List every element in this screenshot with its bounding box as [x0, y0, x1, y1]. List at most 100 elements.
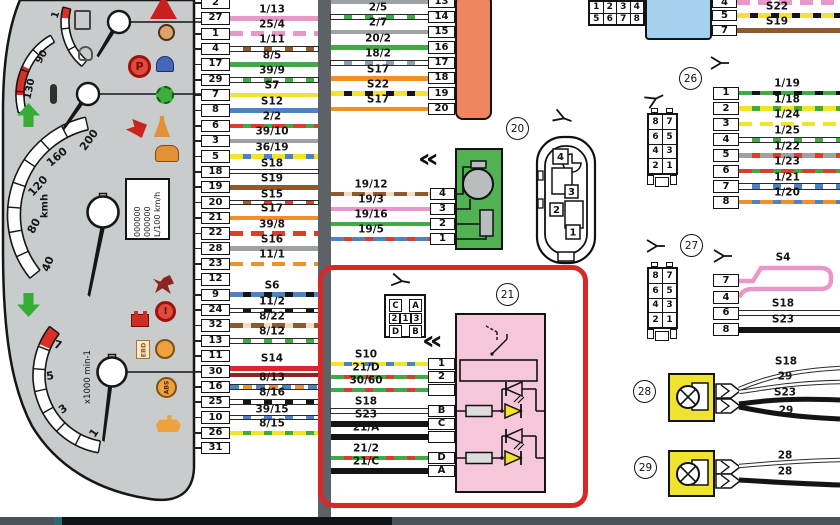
exter-lamp-icon — [155, 339, 175, 359]
wire — [739, 137, 840, 143]
turn-down-arrow-icon — [17, 293, 40, 317]
wire-label: 39/10 — [255, 125, 289, 138]
wire-label: S7 — [264, 79, 280, 92]
wire-label: 1/13 — [259, 3, 285, 16]
pin-stub — [193, 247, 201, 250]
pin-box: 12 — [201, 273, 230, 286]
wire — [230, 31, 318, 36]
face-pin-cell: 2 — [649, 159, 662, 173]
pin-box: 16 — [428, 41, 455, 54]
wire — [331, 468, 428, 474]
wire — [331, 29, 428, 35]
door-ajar-icon — [126, 119, 147, 138]
face-pin-cell: 7 — [663, 115, 676, 129]
lamp-28-number: 28 — [633, 380, 656, 403]
gauge-number: 200 — [76, 126, 102, 154]
wire-label: 2/2 — [262, 110, 282, 123]
wire-label: S17 — [366, 93, 390, 106]
wire-label: 39/8 — [259, 218, 285, 231]
oil-pressure-icon — [156, 415, 181, 432]
lamp-28-number-text: 28 — [637, 385, 652, 398]
ebd-icon: EBD — [136, 340, 150, 359]
brake-warning-icon: ! — [155, 301, 176, 322]
wire — [737, 28, 840, 33]
pin-box: 10 — [201, 411, 230, 424]
gauge-number: 1 — [49, 9, 63, 21]
connector-20-number-text: 20 — [510, 122, 525, 135]
highlight-line — [230, 365, 320, 371]
wire-label: 1/21 — [774, 171, 800, 184]
wire-label: S19 — [260, 172, 284, 184]
pin-stub — [193, 17, 201, 20]
wire — [230, 246, 318, 251]
pin-box: 7 — [713, 274, 739, 287]
pin-stub — [193, 293, 201, 296]
wire — [331, 408, 428, 414]
pin-box: 16 — [201, 380, 230, 394]
ebd-text: EBD — [139, 342, 148, 357]
pin-box: 14 — [428, 10, 455, 24]
wire — [739, 90, 840, 96]
gauge-number: 3 — [56, 401, 70, 417]
wire-label: S16 — [260, 233, 284, 246]
blue-connector-block — [645, 0, 712, 40]
wire — [331, 387, 428, 393]
connector-foot — [655, 177, 669, 187]
pin-box: 4 — [712, 0, 737, 8]
wire — [331, 106, 428, 112]
face-pin-cell: 5 — [663, 283, 676, 298]
pin-stub — [193, 201, 201, 204]
immobilizer-car-icon — [155, 145, 179, 162]
wire — [331, 191, 430, 197]
wire-label: 8/13 — [259, 371, 285, 384]
wire-label: S6 — [264, 279, 280, 292]
bottom-bar-accent — [54, 517, 62, 525]
wire-label: 8/22 — [259, 310, 285, 323]
pin-box: C — [428, 417, 455, 431]
wire-label: 2/5 — [368, 1, 388, 14]
wire — [230, 399, 318, 405]
wire-label: 19/3 — [358, 193, 384, 206]
wire — [230, 123, 318, 129]
wire — [230, 16, 318, 21]
wire — [331, 421, 428, 427]
wire-label: 1/22 — [774, 140, 800, 153]
wire-label: 8/15 — [259, 417, 285, 430]
connector-foot — [655, 331, 669, 341]
pin-stub — [193, 140, 201, 142]
wire — [331, 455, 428, 461]
pin-stub — [193, 63, 201, 66]
connector-foot — [670, 329, 677, 339]
pin-box: 17 — [201, 58, 230, 71]
wire-label: 11/2 — [259, 295, 285, 308]
pin-box: 8 — [713, 195, 739, 209]
face-pin-cell: 2 — [603, 2, 616, 13]
lamp-29-socket — [668, 450, 715, 497]
gauge-number: 90 — [33, 48, 51, 66]
pin-stub — [193, 447, 201, 450]
pin-stub — [193, 125, 201, 127]
pin-box: 20 — [428, 102, 455, 116]
fuel-pump-icon — [74, 10, 91, 30]
pin-box: 4 — [713, 291, 739, 304]
pin-stub — [193, 263, 201, 265]
pin-box: 4 — [430, 187, 455, 201]
face-pin-cell: A — [409, 299, 422, 312]
immobilizer-key-icon — [78, 46, 93, 61]
wire-label: 39/9 — [259, 64, 285, 77]
wire-label: 25/4 — [259, 18, 285, 31]
pin-box: 3 — [713, 117, 739, 131]
lamp-29-number-text: 29 — [638, 461, 653, 474]
wire — [230, 201, 318, 205]
face-pin-cell: C — [389, 299, 402, 312]
pin-box: 17 — [428, 56, 455, 70]
pin-stub — [193, 32, 201, 35]
gauge-number: 1 — [86, 426, 102, 440]
face-pin-cell: 7 — [617, 13, 630, 24]
wire-label: 21/A — [352, 421, 380, 433]
pin-box: 5 — [713, 148, 739, 162]
face-pin-cell: D — [389, 325, 402, 338]
pin-box: 25 — [201, 396, 230, 409]
pin-box: 26 — [201, 426, 230, 440]
